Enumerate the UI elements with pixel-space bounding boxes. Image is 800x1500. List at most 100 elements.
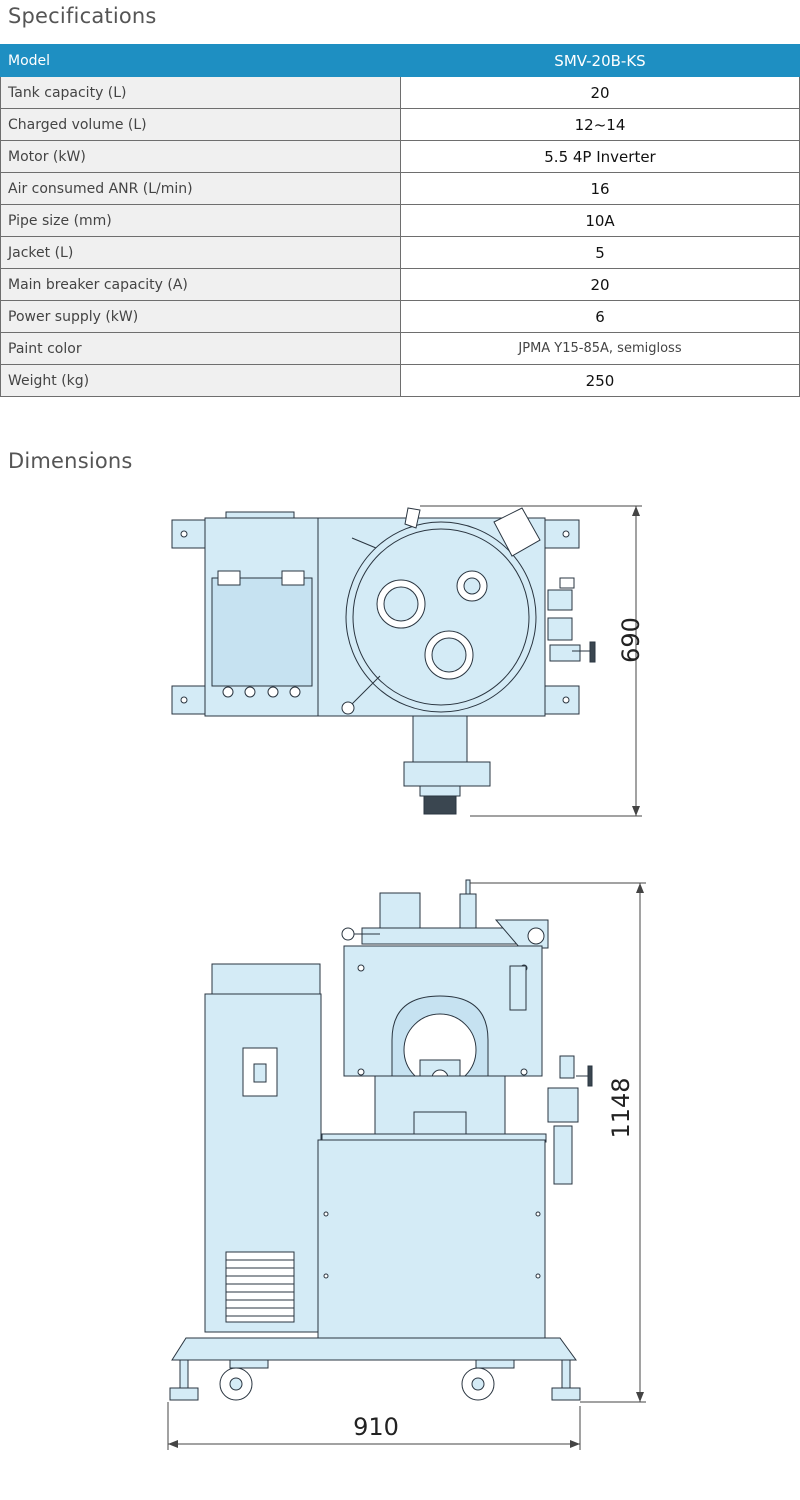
bolt-icon: [562, 696, 570, 704]
lever-line: [349, 675, 381, 707]
valve-icon: [559, 1055, 575, 1079]
table-row: Motor (kW) 5.5 4P Inverter: [0, 140, 800, 173]
arrow-icon: [636, 883, 644, 893]
bolt-icon: [180, 696, 188, 704]
dim-label-690: 690: [617, 617, 645, 663]
valve-icon: [459, 893, 477, 929]
bolt-icon: [520, 1068, 528, 1076]
row-label: Weight (kg): [0, 364, 401, 397]
vent-grille: [225, 1251, 295, 1323]
row-label: Jacket (L): [0, 236, 401, 269]
foot-leg: [561, 1359, 571, 1389]
knob-icon: [341, 701, 355, 715]
row-label: Motor (kW): [0, 140, 401, 173]
valve-handle-icon: [589, 641, 596, 663]
button-icon: [244, 686, 256, 698]
row-value: 5: [400, 236, 800, 269]
arrow-icon: [632, 506, 640, 516]
bolt-icon: [535, 1211, 541, 1217]
outlet-flange: [403, 761, 491, 787]
dim-label-910: 910: [353, 1413, 399, 1441]
dimensions-title: Dimensions: [8, 449, 133, 473]
front-view-drawing: 1148 910: [167, 879, 646, 1450]
bracket-bottom-right: [544, 685, 580, 715]
table-row: Paint color JPMA Y15-85A, semigloss: [0, 332, 800, 365]
specifications-table: Model SMV-20B-KS Tank capacity (L) 20 Ch…: [0, 44, 800, 397]
bracket-top-right: [544, 519, 580, 549]
cabinet-door: [211, 577, 313, 687]
table-row: Main breaker capacity (A) 20: [0, 268, 800, 301]
header-value: SMV-20B-KS: [400, 44, 800, 77]
regulator-icon: [547, 1087, 579, 1123]
tank-circle: [345, 521, 537, 713]
caster-mount: [229, 1359, 269, 1369]
bolt-icon: [357, 964, 365, 972]
arrow-icon: [570, 1440, 580, 1448]
knob-icon: [341, 927, 355, 941]
handle-icon: [509, 965, 527, 1011]
cabinet-lid: [211, 963, 321, 995]
row-label: Power supply (kW): [0, 300, 401, 333]
row-value: 6: [400, 300, 800, 333]
caster-mount: [475, 1359, 515, 1369]
row-value: 12~14: [400, 108, 800, 141]
vent-slats: [226, 1259, 294, 1317]
row-label: Pipe size (mm): [0, 204, 401, 237]
caster-hub: [229, 1377, 243, 1391]
row-value: 250: [400, 364, 800, 397]
dim-label-1148: 1148: [607, 1077, 635, 1138]
arrow-icon: [636, 1392, 644, 1402]
table-row: Charged volume (L) 12~14: [0, 108, 800, 141]
table-row: Air consumed ANR (L/min) 16: [0, 172, 800, 205]
valve-icon: [547, 617, 573, 641]
row-value: 5.5 4P Inverter: [400, 140, 800, 173]
foot-leg: [179, 1359, 189, 1389]
foot-pad: [169, 1387, 199, 1401]
valve-icon: [549, 644, 581, 662]
tank-rim: [352, 528, 530, 706]
caster-hub: [471, 1377, 485, 1391]
bracket-bottom-left: [171, 685, 207, 715]
base-frame: [171, 1337, 577, 1361]
bracket-top-left: [171, 519, 207, 549]
bolt-icon: [323, 1211, 329, 1217]
fitting-icon: [559, 577, 575, 589]
valve-stem: [465, 879, 471, 895]
port-inner: [383, 586, 419, 622]
port-inner: [463, 577, 481, 595]
row-label: Tank capacity (L): [0, 76, 401, 109]
arrow-icon: [168, 1440, 178, 1448]
top-frame: [361, 927, 523, 945]
lever-line: [351, 537, 377, 549]
row-label: Paint color: [0, 332, 401, 365]
hook-icon: [527, 927, 545, 945]
top-view-drawing: 690: [171, 505, 645, 817]
clamp-icon: [493, 507, 541, 557]
breaker-switch: [253, 1063, 267, 1083]
specifications-title: Specifications: [8, 4, 157, 28]
bolt-icon: [535, 1273, 541, 1279]
row-value: JPMA Y15-85A, semigloss: [400, 332, 800, 365]
arrow-icon: [632, 806, 640, 816]
header-label: Model: [0, 44, 401, 77]
bolt-icon: [562, 530, 570, 538]
bolt-icon: [323, 1273, 329, 1279]
valve-handle-icon: [587, 1065, 593, 1087]
table-row: Jacket (L) 5: [0, 236, 800, 269]
table-row: Weight (kg) 250: [0, 364, 800, 397]
row-value: 20: [400, 268, 800, 301]
table-header-row: Model SMV-20B-KS: [0, 44, 800, 77]
row-value: 20: [400, 76, 800, 109]
row-label: Charged volume (L): [0, 108, 401, 141]
row-value: 16: [400, 172, 800, 205]
hinge-icon: [281, 570, 305, 586]
base-body: [317, 1139, 546, 1361]
bolt-icon: [357, 1068, 365, 1076]
row-label: Main breaker capacity (A): [0, 268, 401, 301]
table-row: Power supply (kW) 6: [0, 300, 800, 333]
button-icon: [267, 686, 279, 698]
port-inner: [431, 637, 467, 673]
filter-icon: [553, 1125, 573, 1185]
outlet-cap: [419, 785, 461, 797]
button-icon: [222, 686, 234, 698]
